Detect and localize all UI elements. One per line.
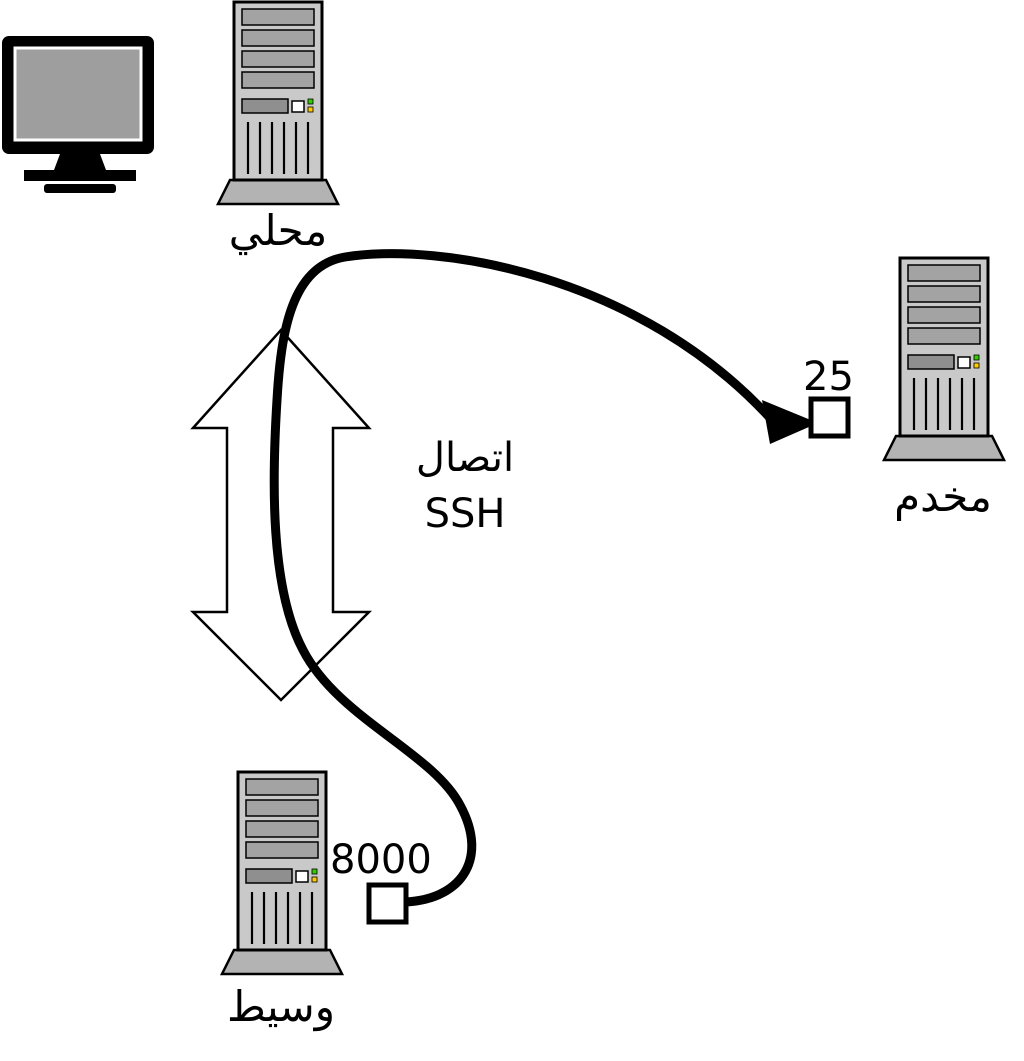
intermediate-computer-label: وسيط: [226, 982, 335, 1031]
port-8000-socket: [366, 882, 409, 925]
local-computer-label: محلي: [228, 206, 328, 255]
local-computer-icon: [216, 0, 340, 206]
bidirectional-arrow-shape: [189, 328, 373, 702]
ssh-connection-label: اتصال SSH: [355, 430, 575, 542]
arrowhead: [762, 400, 818, 444]
crt-monitor-icon: [2, 36, 154, 193]
port-25-socket: [808, 396, 851, 439]
ssh-connection-label-line2: SSH: [424, 491, 506, 537]
server-computer-label: مخدم: [894, 472, 992, 521]
server-port-label: 25: [803, 354, 854, 400]
ssh-connection-label-line1: اتصال: [415, 435, 515, 481]
intermediate-computer-icon: [220, 770, 344, 976]
server-computer-icon: [882, 256, 1006, 462]
ssh-tunnel-curve: [269, 249, 777, 907]
intermediate-port-label: 8000: [330, 837, 432, 883]
